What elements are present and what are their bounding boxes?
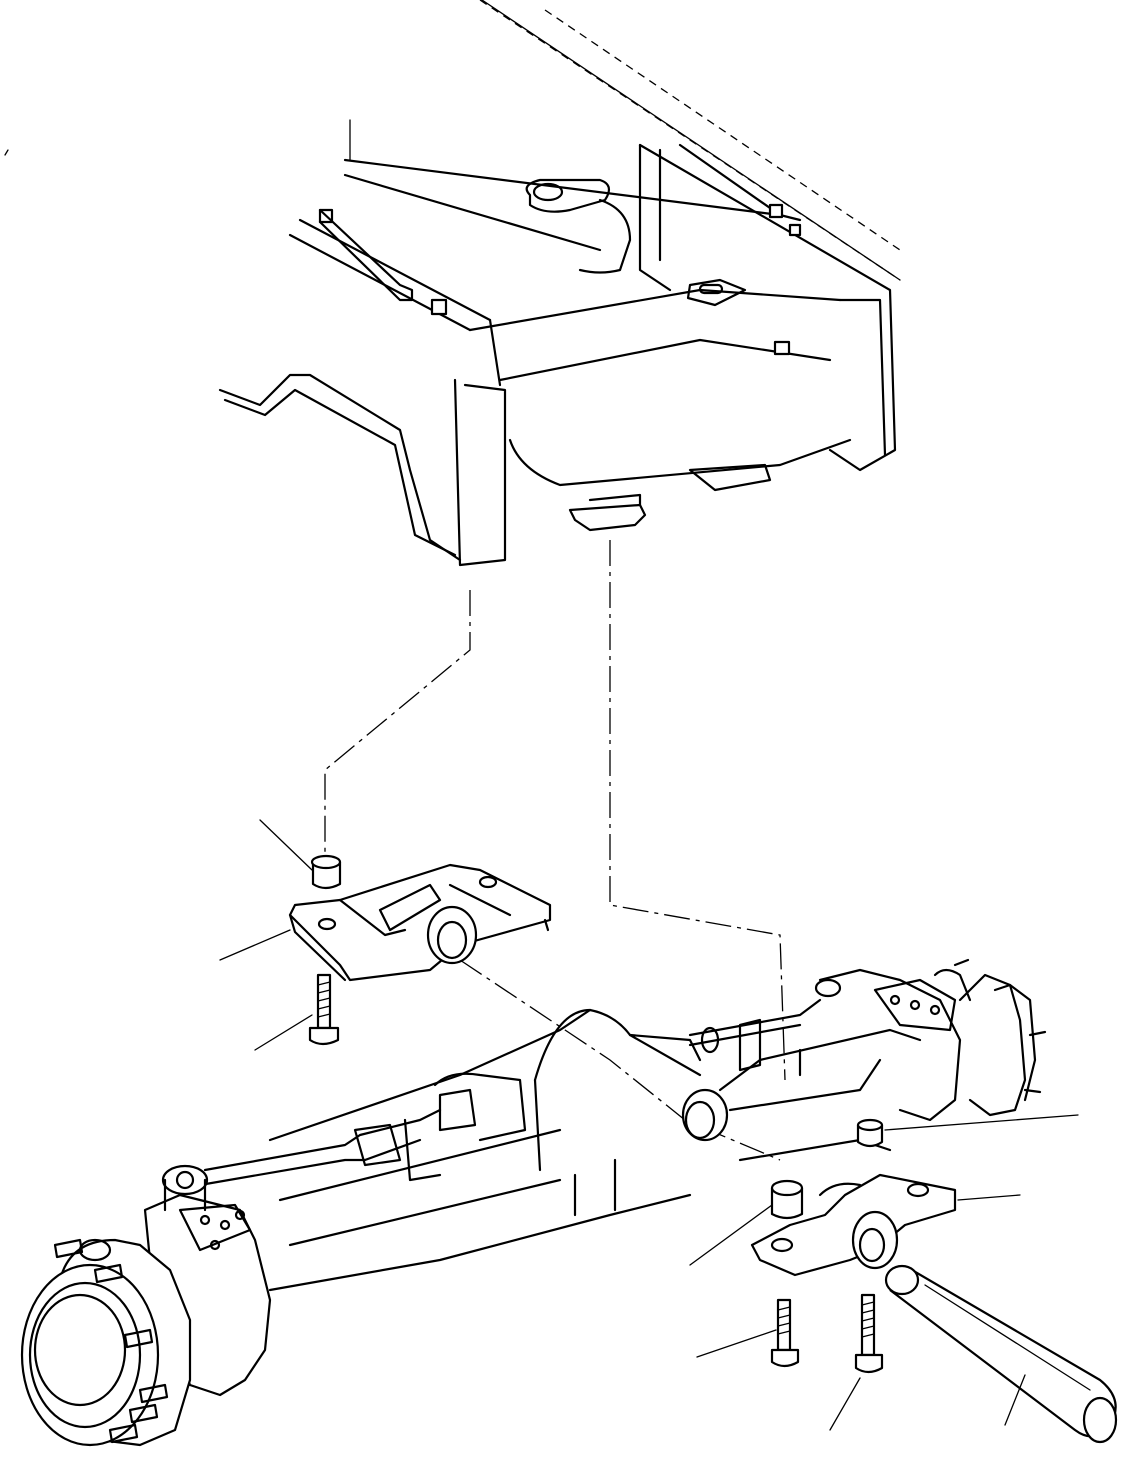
axle-support-front	[288, 863, 552, 982]
bushing-left	[310, 854, 342, 890]
leader-bolt-left	[254, 1014, 313, 1051]
pin	[884, 1264, 1118, 1444]
leader-support-left	[219, 929, 291, 961]
bolt-right-1	[770, 1298, 800, 1368]
nut-right	[856, 1118, 884, 1148]
bushing-right	[770, 1179, 804, 1220]
axle-support-rear	[750, 1173, 957, 1277]
leader-lines	[4, 149, 1079, 1431]
leader-bolt-right-2	[829, 1377, 861, 1431]
alignment-lines	[324, 540, 786, 1161]
front-axle	[20, 958, 1047, 1447]
frame	[218, 0, 901, 567]
leader-bolt-right-1	[696, 1329, 777, 1358]
leader-nut-right	[884, 1114, 1079, 1131]
leader-bushing-right	[689, 1204, 773, 1266]
leader-support-right	[957, 1194, 1021, 1201]
bolt-left	[308, 973, 340, 1046]
leader-bushing-left	[259, 819, 313, 871]
bolt-right-2	[854, 1293, 884, 1374]
leader-pin	[1004, 1374, 1026, 1426]
